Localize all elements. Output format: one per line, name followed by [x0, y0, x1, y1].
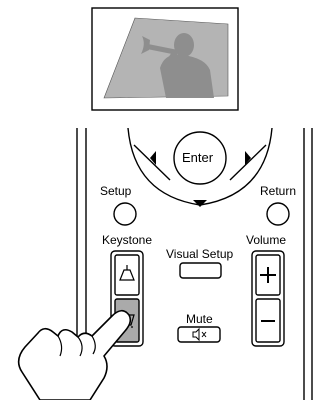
keystone-up-button[interactable]: [115, 255, 139, 295]
return-button[interactable]: [267, 203, 289, 225]
volume-label: Volume: [246, 234, 286, 246]
setup-label: Setup: [100, 185, 131, 197]
keystone-label: Keystone: [102, 234, 152, 246]
visual-setup-label: Visual Setup: [166, 248, 233, 260]
projection-screen: [92, 8, 238, 110]
mute-label: Mute: [186, 313, 213, 325]
return-label: Return: [260, 185, 296, 197]
visual-setup-button[interactable]: [180, 263, 221, 278]
pressing-hand-icon: [19, 311, 131, 400]
setup-button[interactable]: [114, 203, 136, 225]
enter-label: Enter: [182, 152, 213, 164]
